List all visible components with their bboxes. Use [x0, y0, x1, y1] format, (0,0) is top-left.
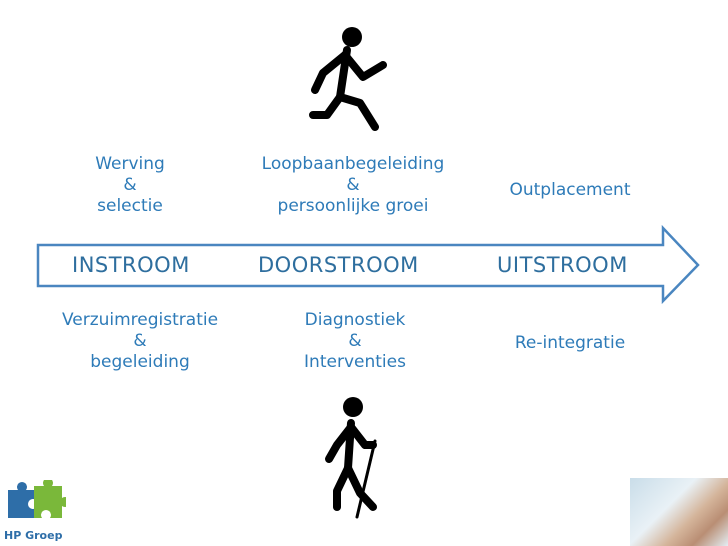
label-outplacement: Outplacement	[509, 180, 631, 200]
puzzle-logo-icon	[8, 480, 66, 518]
stage-doorstroom: DOORSTROOM	[258, 253, 419, 277]
label-loopbaanbegeleiding: Loopbaanbegeleiding & persoonlijke groei	[261, 154, 445, 216]
logo-text: HP Groep	[4, 529, 63, 542]
walking-person-with-cane-icon	[325, 397, 377, 519]
stage-instroom: INSTROOM	[72, 253, 190, 277]
stage-uitstroom: UITSTROOM	[497, 253, 628, 277]
running-person-icon	[309, 27, 387, 131]
label-werving-selectie: Werving & selectie	[95, 154, 165, 216]
label-verzuimregistratie: Verzuimregistratie & begeleiding	[61, 310, 219, 372]
handshake-photo	[630, 478, 728, 546]
label-diagnostiek: Diagnostiek & Interventies	[304, 310, 406, 372]
label-re-integratie: Re-integratie	[514, 333, 626, 353]
